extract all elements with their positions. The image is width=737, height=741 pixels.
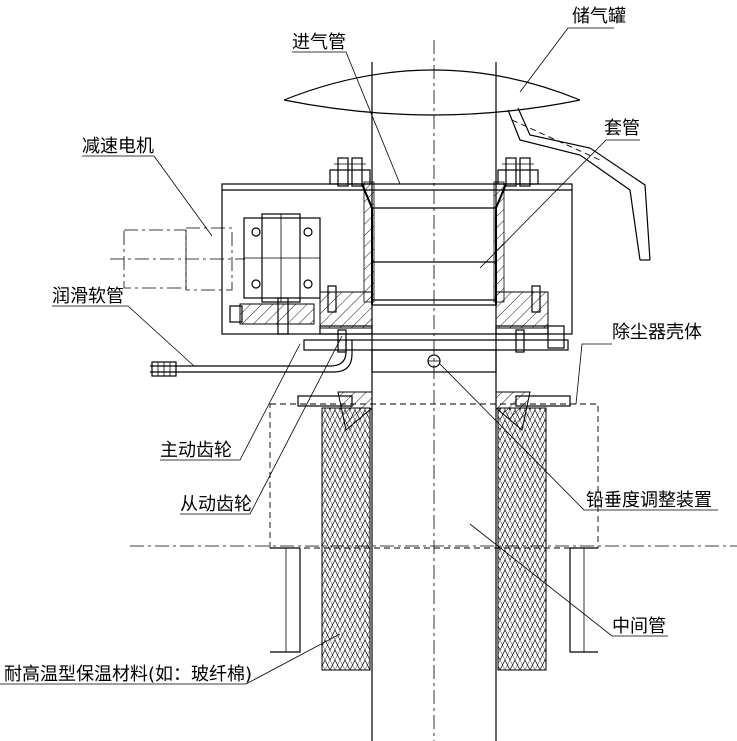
label-lube-hose: 润滑软管 bbox=[52, 286, 124, 307]
storage-tank-cap bbox=[283, 69, 651, 261]
plumb-adjuster bbox=[371, 349, 497, 373]
label-sleeve: 套管 bbox=[604, 118, 640, 139]
label-driven-gear: 从动齿轮 bbox=[180, 494, 252, 515]
label-storage-tank: 储气罐 bbox=[572, 6, 626, 27]
leader-lines bbox=[0, 27, 718, 685]
label-gear-motor: 减速电机 bbox=[82, 136, 154, 157]
label-insulation: 耐高温型保温材料(如：玻纤棉) bbox=[4, 664, 252, 685]
label-plumb-adjuster: 铅垂度调整装置 bbox=[586, 490, 712, 511]
label-dust-collector-shell: 除尘器壳体 bbox=[612, 322, 702, 343]
label-inlet-pipe: 进气管 bbox=[292, 32, 346, 53]
inlet-pipe-sleeve bbox=[221, 181, 573, 335]
gear-motor bbox=[110, 213, 321, 303]
label-middle-pipe: 中间管 bbox=[612, 616, 666, 637]
top-flange-bolts bbox=[329, 157, 539, 187]
drive-gear bbox=[229, 297, 315, 335]
lube-hose bbox=[150, 340, 353, 377]
insulation-material bbox=[321, 391, 547, 671]
driven-gear bbox=[319, 285, 565, 353]
label-drive-gear: 主动齿轮 bbox=[160, 440, 232, 461]
